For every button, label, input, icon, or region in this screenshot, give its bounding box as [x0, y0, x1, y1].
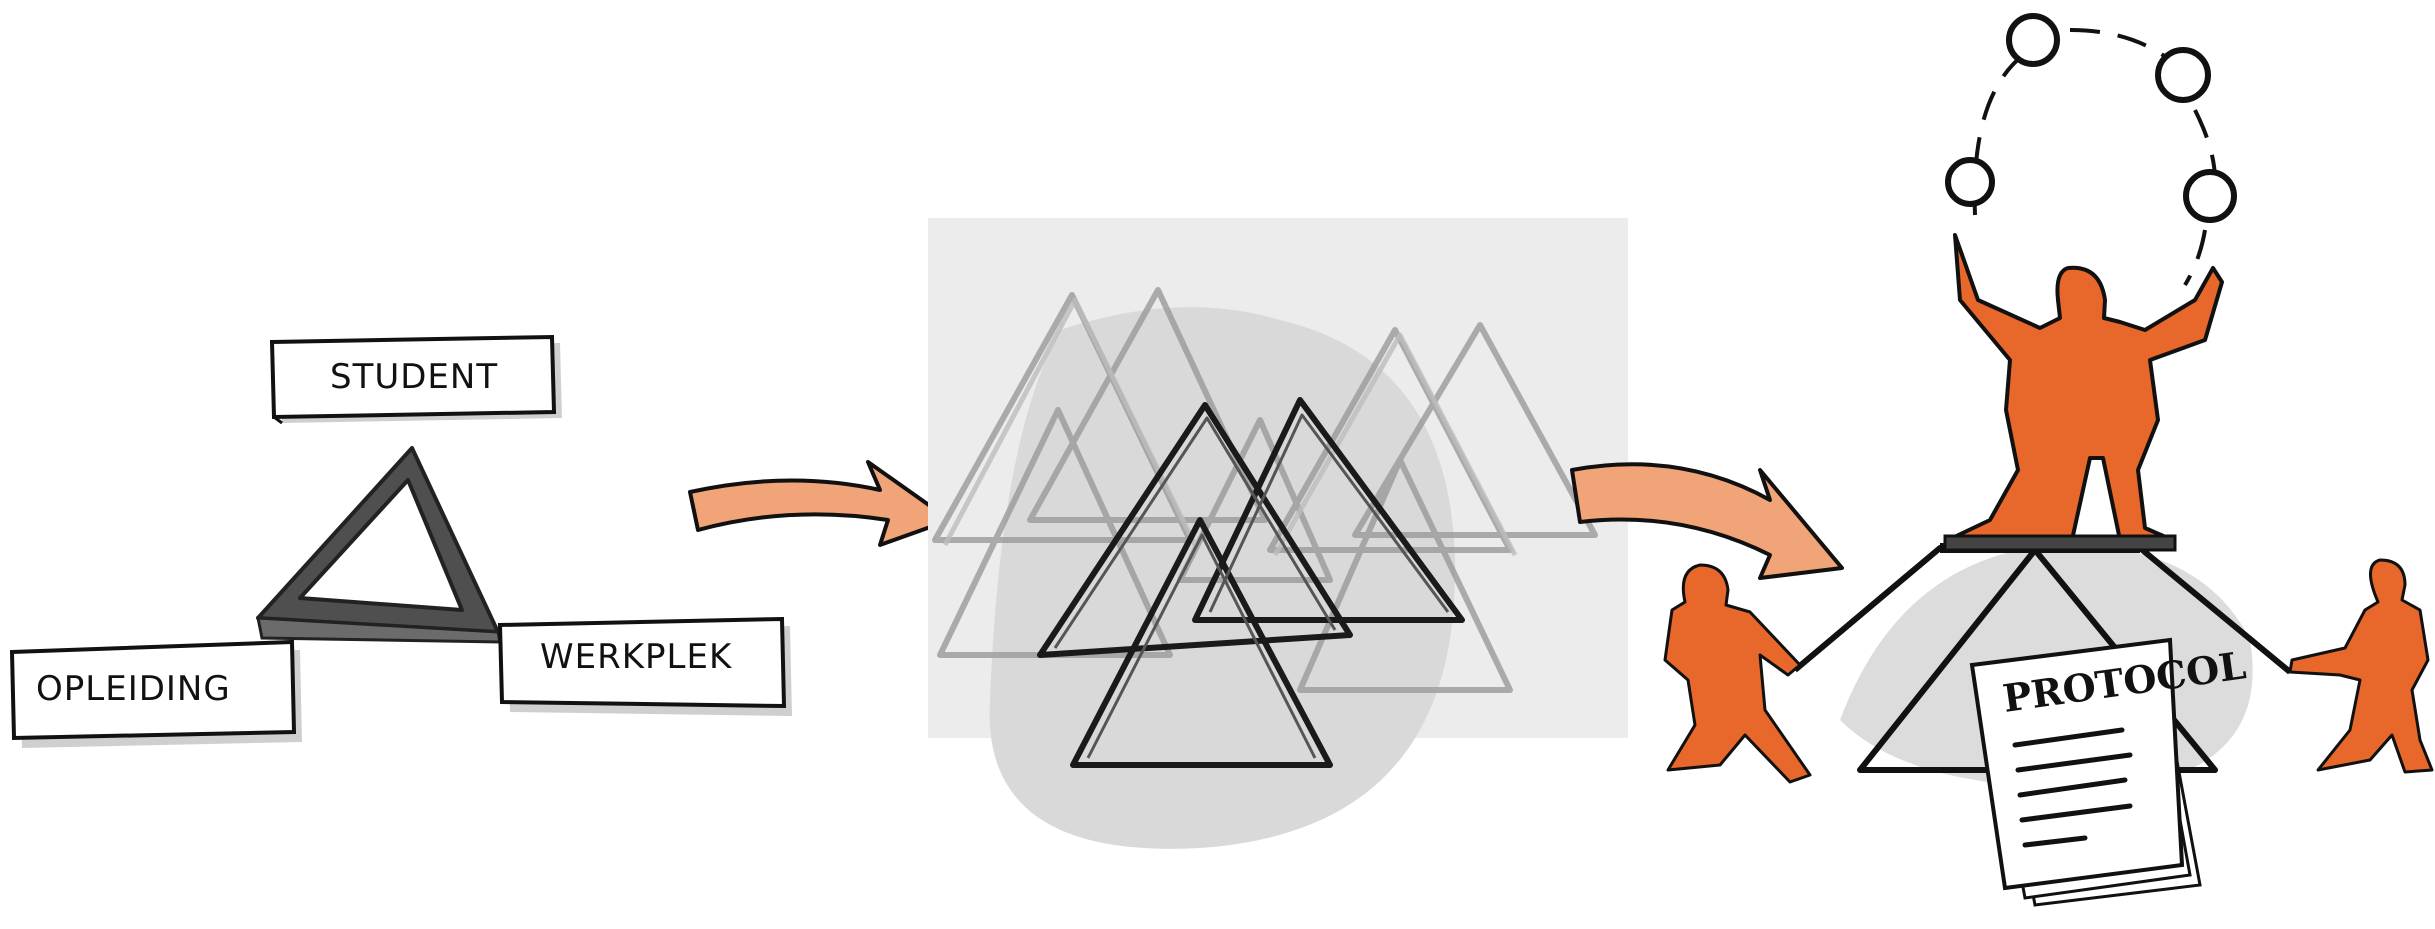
- juggler-panel: PROTOCOL: [1665, 16, 2432, 905]
- werkplek-label-box: WERKPLEK: [500, 619, 792, 716]
- ball-4-icon: [2186, 172, 2234, 220]
- left-puller-figure: [1665, 565, 1810, 782]
- many-triads-panel: [928, 218, 1628, 849]
- arrow-1: [690, 462, 950, 545]
- ball-3-icon: [1948, 160, 1992, 204]
- juggling-balls: [1948, 16, 2234, 285]
- ball-1-icon: [2009, 16, 2057, 64]
- student-label: STUDENT: [330, 357, 498, 397]
- triad-panel: STUDENT OPLEIDING WERKPLEK: [12, 337, 792, 748]
- opleiding-label: OPLEIDING: [36, 669, 231, 709]
- opleiding-label-box: OPLEIDING: [12, 642, 302, 748]
- right-puller-figure: [2290, 560, 2432, 772]
- werkplek-label: WERKPLEK: [540, 637, 733, 677]
- triad-triangle: [258, 448, 500, 642]
- juggler-figure: [1945, 235, 2222, 550]
- ball-2-icon: [2158, 50, 2208, 100]
- student-label-box: STUDENT: [272, 337, 562, 423]
